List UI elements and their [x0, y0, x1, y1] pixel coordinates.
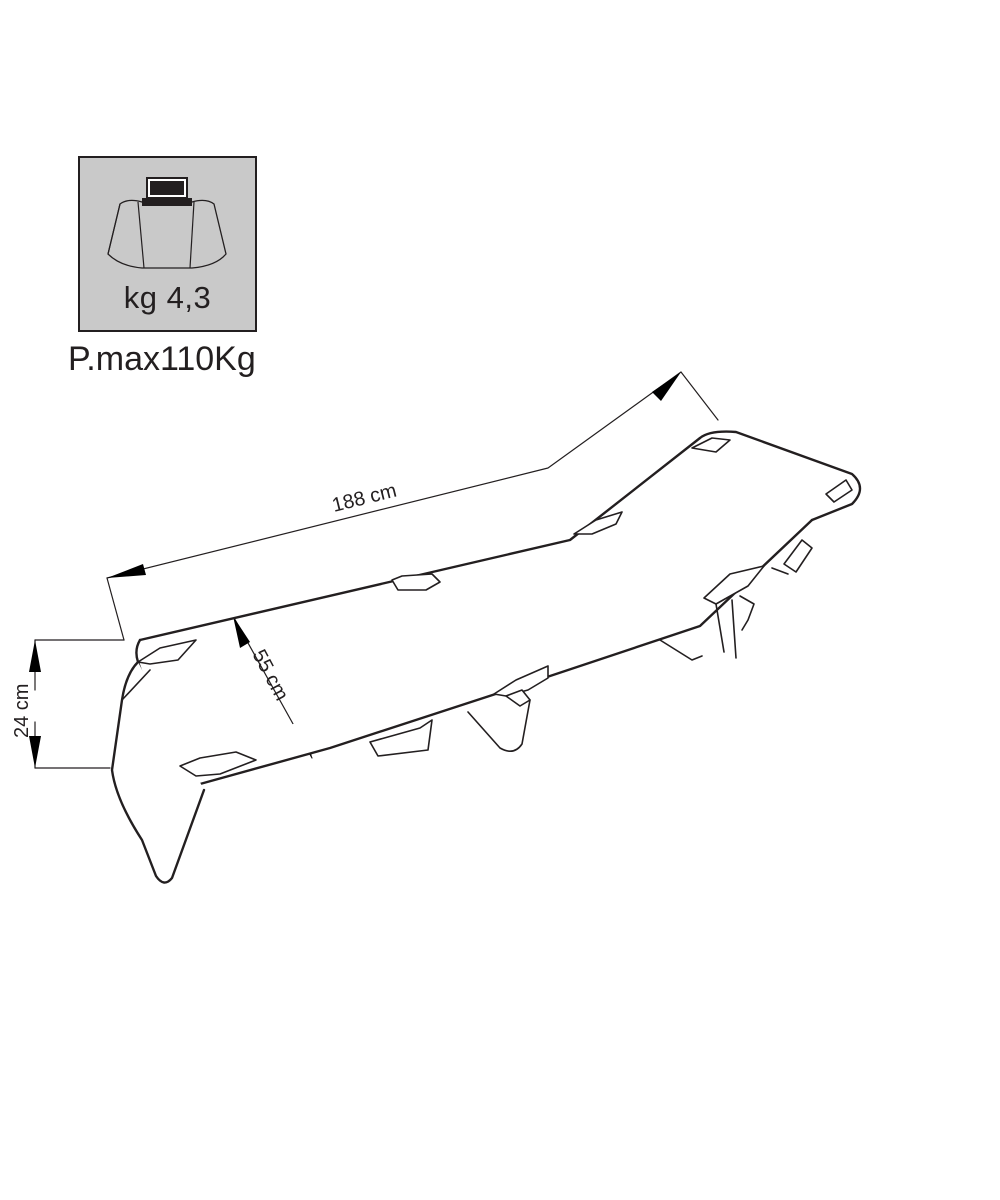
carry-bag-icon	[107, 177, 227, 269]
height-label: 24 cm	[11, 684, 33, 738]
width-label: 55 cm	[248, 646, 293, 704]
weight-badge: kg 4,3	[78, 156, 257, 332]
height-dimension: 24 cm	[11, 639, 125, 769]
width-arrow-top	[233, 616, 250, 648]
height-arrow-bottom	[29, 736, 41, 768]
length-arrow-left	[107, 564, 146, 578]
max-load-label: P.max110Kg	[68, 340, 256, 378]
weight-label: kg 4,3	[123, 280, 212, 315]
sunbed-frame	[110, 430, 862, 884]
length-arrow-right	[652, 372, 681, 401]
height-arrow-top	[29, 640, 41, 672]
length-label: 188 cm	[330, 480, 399, 517]
